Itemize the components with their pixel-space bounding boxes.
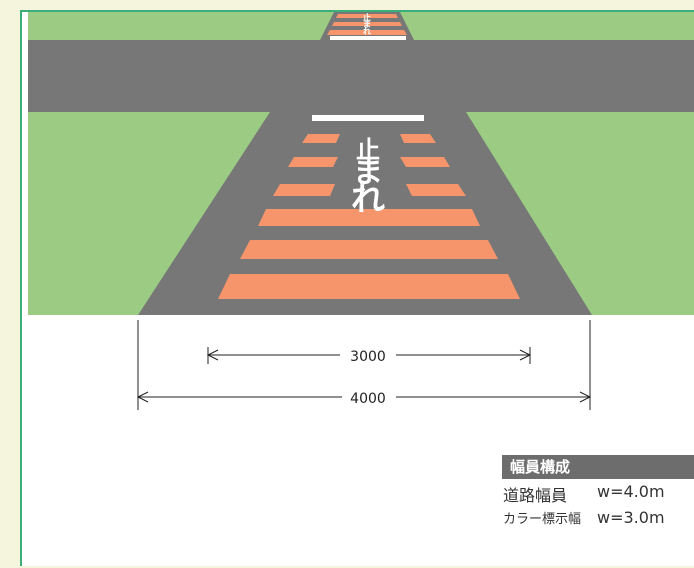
arrow-inner-right [519, 349, 532, 361]
road-scene: 止 ま れ 3000 4000 止まれ [28, 12, 694, 410]
legend-row-road-width: 道路幅員 w=4.0m [503, 482, 665, 506]
stripe-left-2 [288, 157, 338, 167]
arrow-outer-right [579, 391, 592, 403]
dim-inner-label: 3000 [350, 349, 386, 365]
stripe-full-2 [240, 240, 498, 259]
stop-line [312, 115, 424, 121]
legend-value: w=4.0m [597, 482, 665, 501]
stripe-full-3 [218, 274, 520, 299]
legend-label: カラー標示幅 [503, 512, 582, 527]
stripe-left-3 [273, 184, 335, 196]
legend-value: w=3.0m [597, 508, 665, 527]
far-stripe [327, 30, 407, 35]
stripe-left-1 [302, 134, 340, 143]
arrow-outer-left [136, 391, 149, 403]
far-stripe [336, 14, 398, 18]
dimension-lines [136, 320, 592, 410]
far-marking-char: れ [363, 27, 371, 36]
far-marking-char: 止 [363, 12, 371, 22]
marking-char-1: 止 [356, 136, 380, 164]
diagram-panel: 止 ま れ 3000 4000 止まれ 幅員構成 道路幅員 w=4.0m カラー… [20, 10, 694, 566]
arrow-inner-left [206, 349, 219, 361]
far-stop-line [330, 36, 406, 41]
stripe-right-1 [400, 134, 436, 143]
stripe-right-3 [406, 184, 466, 196]
stripe-full-1 [258, 209, 480, 226]
legend-row-color-width: カラー標示幅 w=3.0m [503, 508, 665, 527]
marking-char-3: れ [351, 179, 385, 219]
stripe-right-2 [400, 157, 450, 167]
legend-label: 道路幅員 [503, 486, 568, 505]
far-stripe [332, 22, 402, 26]
cross-road [28, 40, 694, 112]
far-marking-char: ま [363, 20, 371, 29]
marking-char-2: ま [353, 155, 383, 190]
legend-title: 幅員構成 [502, 455, 694, 479]
dim-outer-label: 4000 [350, 391, 386, 407]
